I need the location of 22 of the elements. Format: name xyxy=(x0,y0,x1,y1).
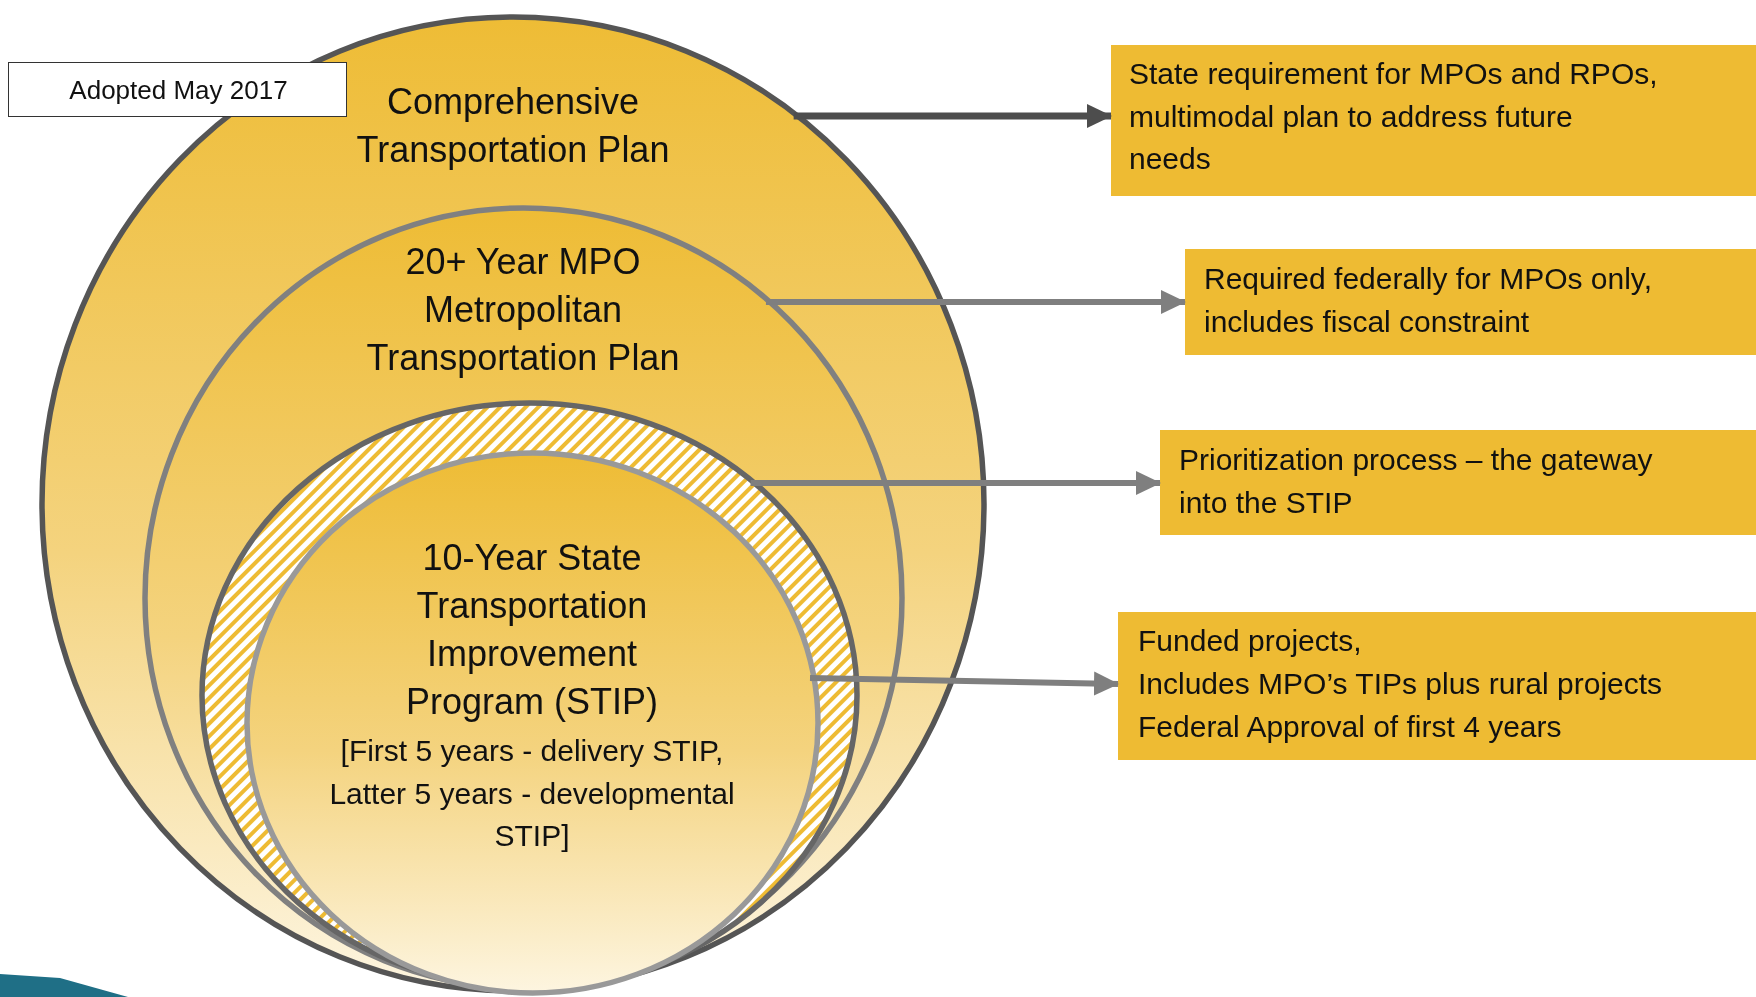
date-note-box xyxy=(8,62,347,117)
callout-box xyxy=(1185,249,1756,355)
callout-text: Includes MPO’s TIPs plus rural projects xyxy=(1138,666,1664,702)
plan-circle xyxy=(244,450,821,996)
callout-text: Federal Approval of first 4 years xyxy=(1138,709,1563,745)
arrow xyxy=(809,671,1119,696)
arrow xyxy=(793,104,1112,128)
callout-text: Required federally for MPOs only, includes fiscal constraint xyxy=(1204,261,1653,340)
adoption-date: Adopted May 2017 xyxy=(68,74,289,108)
callout-box xyxy=(1118,612,1756,760)
arrow xyxy=(750,471,1161,495)
program-note: [First 5 years - delivery STIP, Latter 5 years - developmental STIP] xyxy=(328,733,736,855)
callout-text: State requirement for MPOs and RPOs, multimodal plan to address future needs xyxy=(1129,56,1659,178)
plan-title: 20+ Year MPO Metropolitan Transportation Plan xyxy=(365,240,681,380)
callout-box xyxy=(1160,430,1756,535)
callout-text: Prioritization process – the gateway into the STIP xyxy=(1179,442,1654,521)
plan-circle xyxy=(39,14,987,994)
plan-title: Comprehensive Transportation Plan xyxy=(355,80,671,172)
callout-text: Funded projects, xyxy=(1138,623,1363,659)
program-title: 10-Year State Transportation Improvement Program (STIP) xyxy=(404,536,659,724)
arrow xyxy=(765,290,1186,314)
callout-box xyxy=(1111,45,1756,196)
